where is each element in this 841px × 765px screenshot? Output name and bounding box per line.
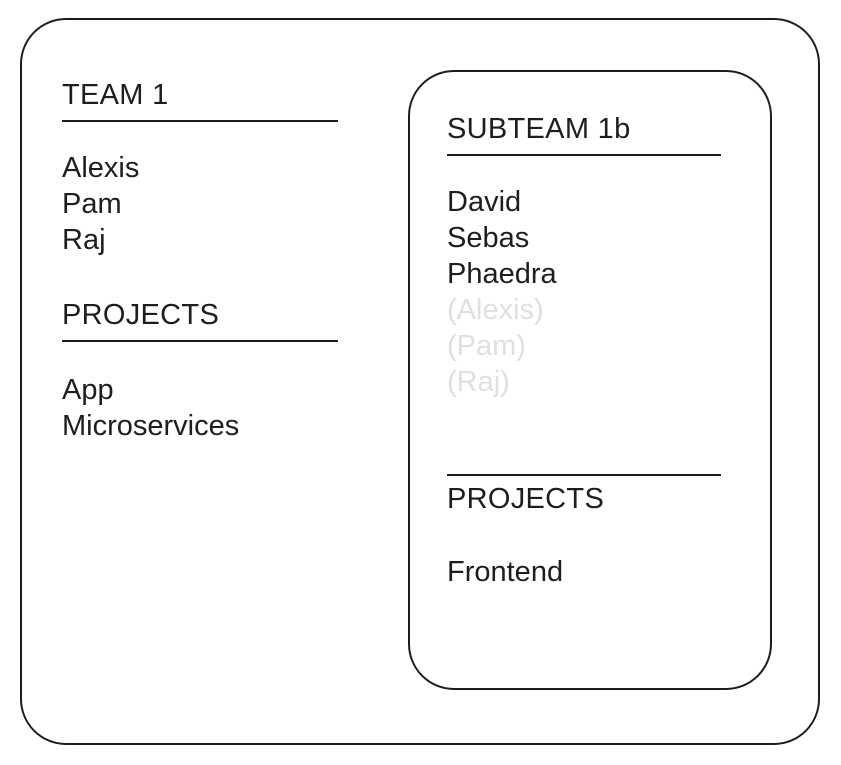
subteam-member: Phaedra (447, 258, 557, 290)
team-member: Pam (62, 188, 122, 220)
subteam-inherited-member: (Alexis) (447, 294, 544, 326)
subteam-projects-title: PROJECTS (447, 474, 721, 516)
subteam-title: SUBTEAM 1b (447, 112, 721, 156)
team-project: Microservices (62, 410, 240, 442)
subteam-inherited-member: (Pam) (447, 330, 526, 362)
subteam-inherited-member: (Raj) (447, 366, 510, 398)
team-project: App (62, 374, 114, 406)
subteam-projects-list: Frontend (447, 554, 721, 590)
team-member: Raj (62, 224, 106, 256)
team-title: TEAM 1 (62, 78, 338, 122)
team-members-list: Alexis Pam Raj (62, 150, 338, 258)
team-member: Alexis (62, 152, 140, 184)
team-projects-list: App Microservices (62, 372, 338, 444)
subteam-1b-box: SUBTEAM 1b David Sebas Phaedra (Alexis) … (408, 70, 772, 690)
team-1-box: TEAM 1 Alexis Pam Raj PROJECTS App Micro… (20, 18, 820, 745)
subteam-member: Sebas (447, 222, 530, 254)
subteam-1b-panel: SUBTEAM 1b David Sebas Phaedra (Alexis) … (447, 112, 721, 590)
subteam-project: Frontend (447, 556, 564, 588)
subteam-members-list: David Sebas Phaedra (Alexis) (Pam) (Raj) (447, 184, 721, 400)
subteam-member: David (447, 186, 522, 218)
team-projects-title: PROJECTS (62, 298, 338, 342)
team-1-panel: TEAM 1 Alexis Pam Raj PROJECTS App Micro… (62, 78, 338, 444)
